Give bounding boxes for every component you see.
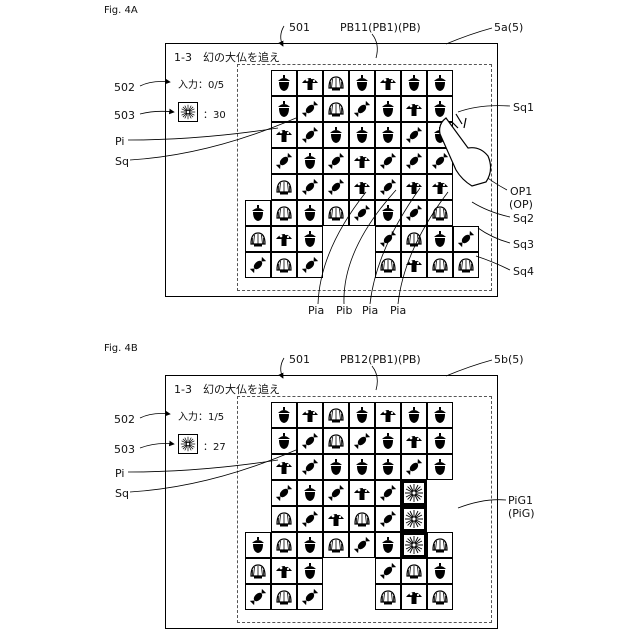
leader-sq4 bbox=[476, 256, 510, 270]
leader-502 bbox=[140, 82, 170, 87]
leader-pig1 bbox=[458, 500, 506, 508]
leader-pb11 bbox=[372, 34, 377, 58]
leader-501 bbox=[281, 358, 284, 378]
leader-502 bbox=[140, 414, 170, 419]
leader-5a bbox=[446, 28, 492, 44]
leader-pia-3 bbox=[398, 192, 448, 304]
leader-sq1 bbox=[458, 106, 510, 112]
leader-pia-1 bbox=[318, 192, 366, 304]
leader-sq bbox=[130, 450, 296, 492]
leader-sq2 bbox=[472, 202, 510, 217]
leader-501 bbox=[281, 26, 284, 46]
leader-sq bbox=[130, 118, 296, 160]
leader-503 bbox=[140, 111, 174, 114]
leader-pia-2 bbox=[370, 188, 420, 304]
leader-pb12 bbox=[372, 366, 377, 390]
pointing-hand-icon bbox=[440, 114, 491, 186]
leader-5b bbox=[446, 360, 492, 376]
leader-sq3 bbox=[478, 228, 510, 243]
leader-503 bbox=[140, 444, 174, 449]
leader-pib bbox=[344, 190, 396, 304]
